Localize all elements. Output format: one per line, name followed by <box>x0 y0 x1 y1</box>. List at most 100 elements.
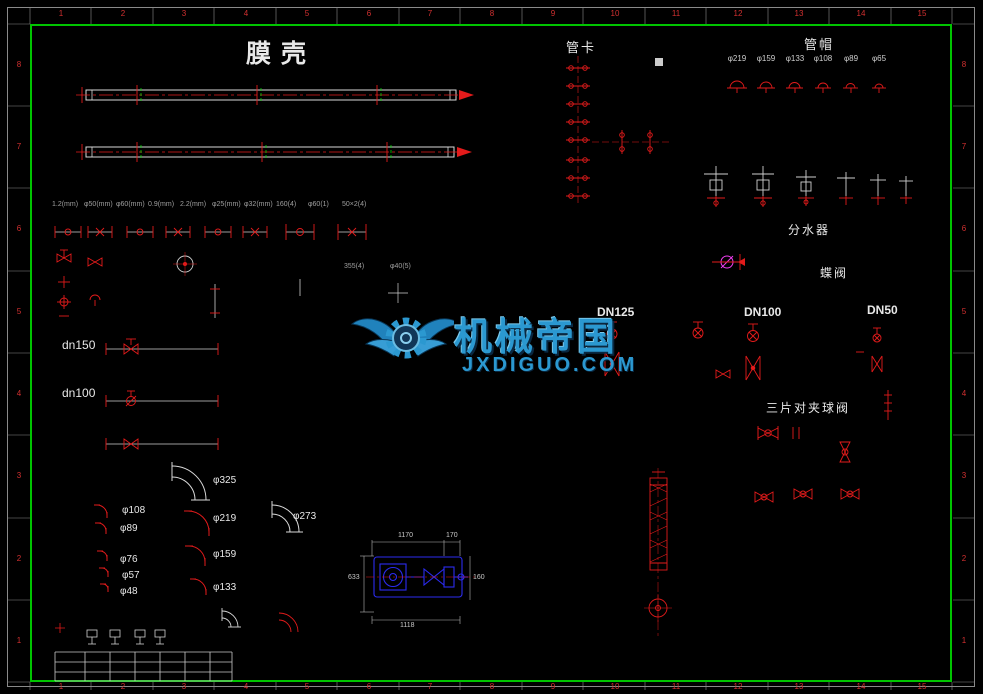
ruler-number-bottom: 6 <box>366 682 372 691</box>
ruler-number-top: 2 <box>120 9 126 18</box>
drawing-border <box>30 24 952 682</box>
fitting-dim-label: 160(4) <box>276 201 297 208</box>
elbow-size-label: φ89 <box>120 523 138 534</box>
ruler-number-left: 1 <box>16 636 22 645</box>
elbow-size-label: φ108 <box>122 505 146 516</box>
pump-dim-top: 1170 <box>398 532 414 539</box>
ruler-number-left: 3 <box>16 471 22 480</box>
bottom-detail-row <box>55 623 166 645</box>
ruler-number-top: 8 <box>489 9 495 18</box>
watermark-site: JXDIGUO.COM <box>462 354 638 376</box>
elbow-size-label: φ76 <box>120 554 138 565</box>
ruler-number-bottom: 7 <box>427 682 433 691</box>
fitting-dim-label: 50×2(4) <box>342 201 367 208</box>
ruler-number-right: 8 <box>961 60 967 69</box>
elbow-red-column <box>184 510 210 595</box>
pump-dim-top-right: 170 <box>446 532 458 539</box>
dn100-label: DN100 <box>744 305 782 319</box>
elbow-size-label: φ159 <box>213 549 237 560</box>
fitting-dim-label: φ50(mm) <box>84 201 113 208</box>
cap-assemblies <box>704 166 913 207</box>
watermark-logo-icon <box>350 317 462 359</box>
cap-size-label: φ133 <box>785 54 805 63</box>
ruler-number-right: 5 <box>961 307 967 316</box>
fittings-row <box>54 224 367 240</box>
flange-detail <box>173 252 408 318</box>
ruler-number-right: 7 <box>961 142 967 151</box>
ruler-number-top: 9 <box>550 9 556 18</box>
ruler-number-bottom: 5 <box>304 682 310 691</box>
elbow-size-label: φ48 <box>120 586 138 597</box>
elbow-pieces-bottom <box>221 608 299 633</box>
ruler-number-top: 5 <box>304 9 310 18</box>
membrane-element <box>644 468 672 638</box>
watermark-name: 机械帝国 <box>454 317 619 359</box>
ruler-number-left: 8 <box>16 60 22 69</box>
pipe-cap-row <box>727 80 886 93</box>
section-label-water-divider: 分水器 <box>788 223 831 237</box>
elbow-small-column <box>94 504 109 592</box>
section-label-butterfly-valve: 蝶阀 <box>820 266 849 280</box>
ruler-number-bottom: 14 <box>856 682 866 691</box>
fitting-dim-label: φ60(1) <box>308 201 329 208</box>
pump-dim-bottom: 1118 <box>400 622 415 629</box>
butterfly-valve-dn50 <box>856 327 883 373</box>
ruler-number-right: 1 <box>961 636 967 645</box>
ruler-number-top: 11 <box>671 9 681 18</box>
fitting-dim-label: 1.2(mm) <box>52 201 79 208</box>
ruler-ticks <box>8 8 975 690</box>
drawing-title: 膜壳 <box>246 40 317 68</box>
dn150-pipe-label: dn150 <box>62 338 96 352</box>
fitting-dim-label: φ32(mm) <box>244 201 273 208</box>
fitting-dim-label: 0.9(mm) <box>148 201 175 208</box>
membrane-vessel-2 <box>76 142 472 162</box>
ruler-number-bottom: 4 <box>243 682 249 691</box>
sheet-outer-frame <box>7 7 975 687</box>
ruler-number-right: 4 <box>961 389 967 398</box>
ruler-number-bottom: 9 <box>550 682 556 691</box>
ruler-number-top: 7 <box>427 9 433 18</box>
ruler-number-left: 7 <box>16 142 22 151</box>
cap-size-label: φ159 <box>756 54 776 63</box>
ruler-number-left: 6 <box>16 224 22 233</box>
ruler-number-bottom: 15 <box>917 682 927 691</box>
fitting-dim-label: φ25(mm) <box>212 201 241 208</box>
elbow-size-label: φ57 <box>122 570 140 581</box>
ruler-number-top: 12 <box>733 9 743 18</box>
section-label-pipe-clamp: 管卡 <box>566 40 597 55</box>
ruler-number-top: 3 <box>181 9 187 18</box>
ruler-number-right: 6 <box>961 224 967 233</box>
ruler-number-top: 1 <box>58 9 64 18</box>
ruler-number-top: 10 <box>610 9 620 18</box>
section-label-pipe-cap: 管帽 <box>804 37 835 52</box>
cap-size-label: φ89 <box>843 54 859 63</box>
cap-size-label: φ65 <box>871 54 887 63</box>
pipe-clamp-column <box>566 56 672 206</box>
elbow-size-label: φ219 <box>213 513 237 524</box>
ruler-number-left: 5 <box>16 307 22 316</box>
ruler-number-bottom: 12 <box>733 682 743 691</box>
ruler-number-right: 2 <box>961 554 967 563</box>
pipe-valve-rows <box>105 338 219 450</box>
dn100-pipe-label: dn100 <box>62 386 96 400</box>
watermark: 机械帝国 JXDIGUO.COM <box>350 304 662 390</box>
elbow-large-325 <box>171 462 210 501</box>
title-block <box>54 651 233 682</box>
ruler-number-bottom: 1 <box>58 682 64 691</box>
ruler-number-top: 13 <box>794 9 804 18</box>
ruler-number-bottom: 2 <box>120 682 126 691</box>
ruler-number-bottom: 13 <box>794 682 804 691</box>
left-valve-stack <box>56 249 103 317</box>
membrane-vessel-1 <box>76 85 474 105</box>
pump-dim-right: 160 <box>473 574 485 581</box>
butterfly-valve-dn125 <box>604 321 620 377</box>
ruler-number-top: 4 <box>243 9 249 18</box>
ruler-number-bottom: 10 <box>610 682 620 691</box>
elbow-large-273 <box>271 501 303 533</box>
pump-dim-left: 633 <box>348 574 360 581</box>
ruler-number-top: 15 <box>917 9 927 18</box>
elbow-size-label: φ273 <box>293 511 317 522</box>
ruler-number-left: 2 <box>16 554 22 563</box>
